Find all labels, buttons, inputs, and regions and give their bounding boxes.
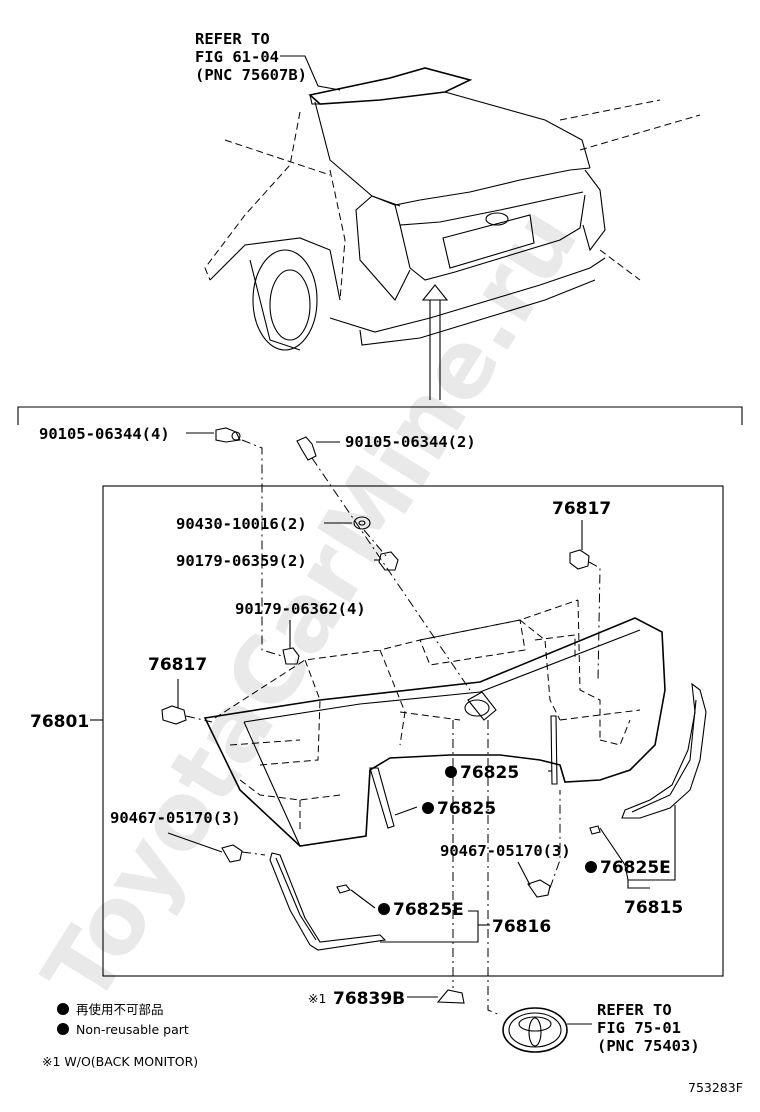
clip-76817-right — [569, 549, 590, 570]
legend-note: ※1 W/O(BACK MONITOR) — [42, 1054, 198, 1069]
svg-text:FIG 75-01: FIG 75-01 — [597, 1019, 681, 1037]
legend-en: Non-reusable part — [76, 1022, 189, 1037]
label-90467-right: 90467-05170(3) — [440, 842, 571, 860]
refer-top-label: REFER TO FIG 61-04 (PNC 75607B) — [195, 30, 341, 91]
label-76815: 76815 — [624, 898, 683, 918]
molding-strip-left — [369, 767, 395, 829]
label-90430: 90430-10016(2) — [176, 515, 307, 533]
legend: 再使用不可部品 Non-reusable part ※1 W/O(BACK MO… — [42, 1002, 198, 1069]
svg-text:(PNC 75607B): (PNC 75607B) — [195, 66, 307, 84]
label-90105-right: 90105-06344(2) — [345, 433, 476, 451]
label-76825-b: 76825 — [437, 799, 496, 819]
clip-90105-left — [215, 427, 241, 443]
back-door-garnish — [203, 599, 666, 847]
clip-76825E-left — [336, 884, 351, 894]
label-90467-left: 90467-05170(3) — [110, 809, 241, 827]
car-rear-illustration — [204, 67, 701, 400]
non-reusable-marker — [445, 766, 457, 778]
clip-90179-b — [282, 647, 300, 665]
label-90105-left: 90105-06344(4) — [39, 425, 170, 443]
clip-90105-right — [296, 436, 317, 461]
svg-text:REFER TO: REFER TO — [597, 1001, 672, 1019]
clip-90467-left — [221, 844, 243, 863]
side-trim-left — [269, 852, 387, 951]
assembly-box — [102, 485, 724, 977]
svg-text:REFER TO: REFER TO — [195, 30, 270, 48]
clip-90179-a — [378, 551, 399, 571]
group-bracket — [17, 406, 743, 425]
molding-strip-right — [550, 715, 558, 785]
toyota-emblem — [502, 1007, 568, 1053]
label-76817-left: 76817 — [148, 655, 207, 675]
label-90179-b: 90179-06362(4) — [235, 600, 366, 618]
side-trim-right — [621, 682, 707, 819]
label-76801: 76801 — [30, 712, 89, 732]
non-reusable-marker — [422, 802, 434, 814]
label-76816: 76816 — [492, 917, 551, 937]
label-76825-a: 76825 — [460, 763, 519, 783]
label-90179-a: 90179-06359(2) — [176, 552, 307, 570]
bracket-76839B — [436, 989, 465, 1004]
label-76839B-mark: ※1 — [308, 991, 326, 1006]
label-76817-right: 76817 — [552, 499, 611, 519]
label-76839B: 76839B — [333, 989, 405, 1009]
clip-76817-left — [161, 705, 187, 725]
label-76825E-left: 76825E — [393, 900, 464, 920]
refer-bottom-label: REFER TO FIG 75-01 (PNC 75403) — [597, 1001, 700, 1055]
svg-text:(PNC 75403): (PNC 75403) — [597, 1037, 700, 1055]
washer-90430 — [353, 516, 371, 530]
non-reusable-marker — [378, 903, 390, 915]
figure-code: 753283F — [688, 1080, 743, 1095]
leader-lines — [90, 432, 676, 1025]
legend-jp: 再使用不可部品 — [76, 1002, 164, 1017]
label-76825E-right: 76825E — [600, 858, 671, 878]
non-reusable-marker — [585, 861, 597, 873]
clip-76825E-right — [589, 825, 601, 835]
clip-90467-right — [527, 879, 551, 898]
svg-text:FIG 61-04: FIG 61-04 — [195, 48, 279, 66]
